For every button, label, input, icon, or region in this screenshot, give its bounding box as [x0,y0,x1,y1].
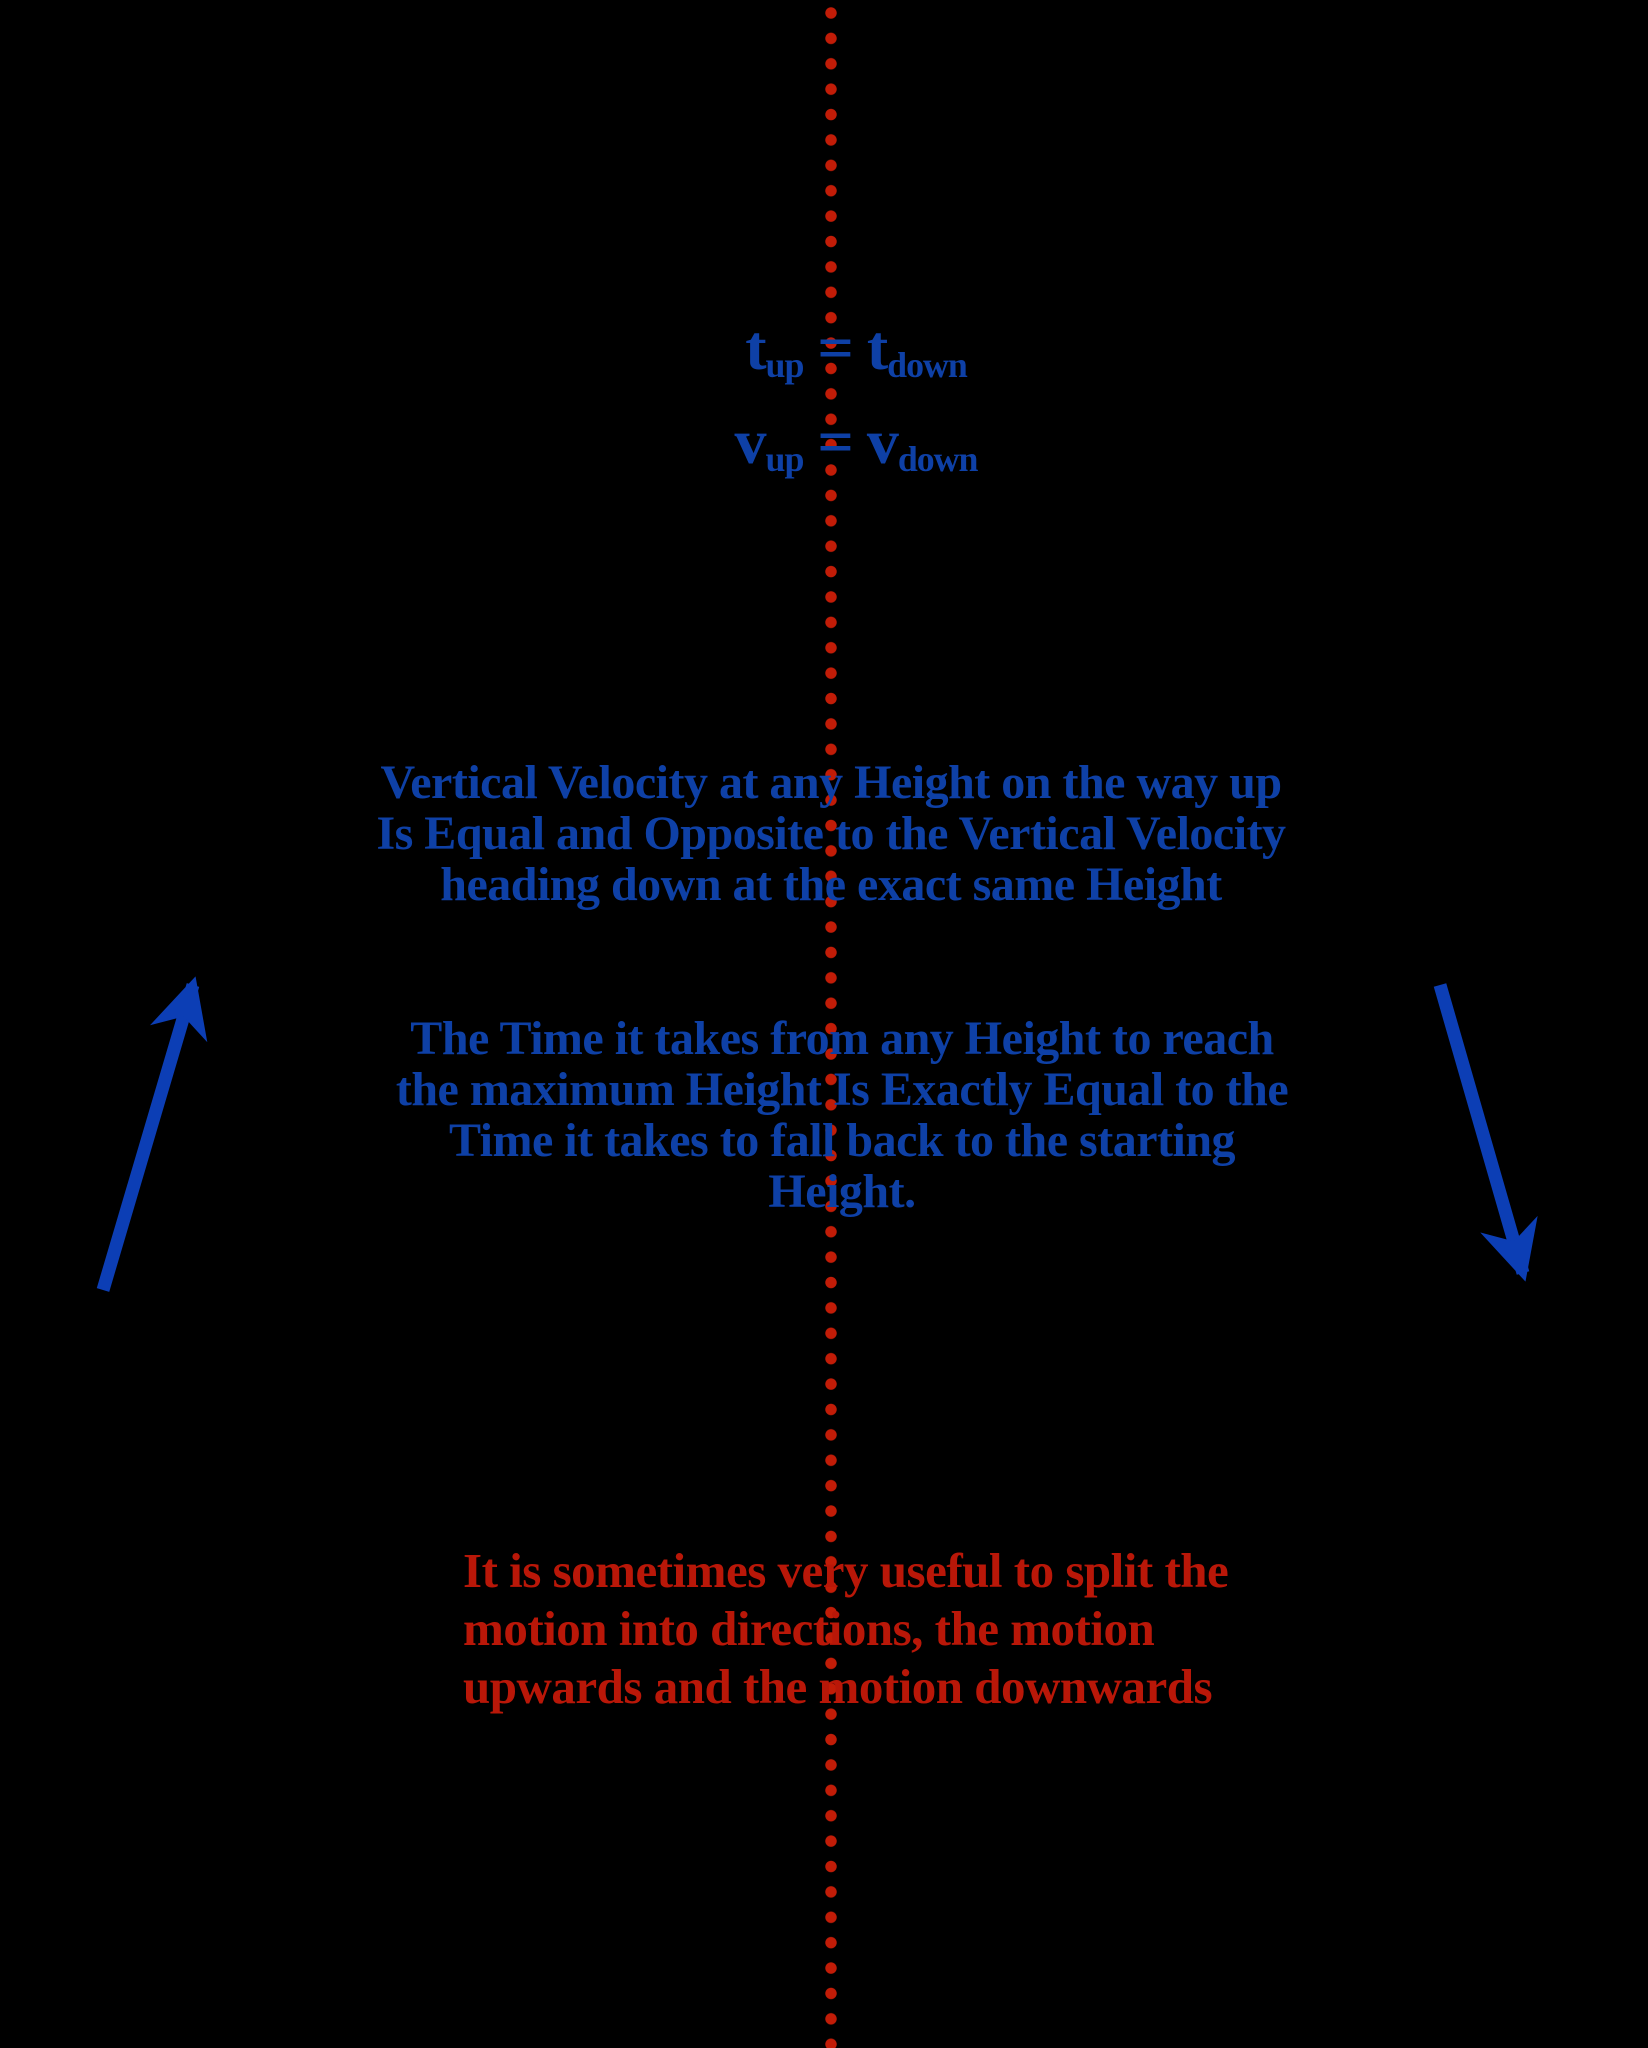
equation-lhs-subscript: up [765,438,805,479]
equation-velocity-up-equals-velocity-down: vup=vdown [735,410,979,477]
equals-sign: = [817,312,853,383]
note-line: upwards and the motion downwards [463,1659,1213,1714]
equation-time-up-equals-time-down: tup=tdown [745,316,968,383]
equation-rhs: t [866,312,888,383]
note-line: motion into directions, the motion [463,1601,1155,1656]
equation-rhs-subscript: down [887,344,968,385]
equation-rhs: v [866,406,899,477]
note-time-symmetry: The Time it takes from any Height to rea… [395,1012,1289,1218]
note-line: Vertical Velocity at any Height on the w… [380,756,1282,809]
upward-motion-arrow-icon [96,976,208,1292]
note-line: heading down at the exact same Height [440,858,1222,911]
note-line: The Time it takes from any Height to rea… [410,1012,1274,1065]
note-line: the maximum Height Is Exactly Equal to t… [395,1063,1289,1116]
equals-sign: = [817,406,853,477]
downward-motion-arrow-icon [1433,983,1538,1282]
note-line: Height. [768,1165,916,1218]
note-velocity-symmetry: Vertical Velocity at any Height on the w… [376,756,1286,911]
note-line: Is Equal and Opposite to the Vertical Ve… [376,807,1286,860]
note-split-motion: It is sometimes very useful to split the… [463,1542,1229,1716]
note-line: It is sometimes very useful to split the [463,1543,1229,1598]
equation-lhs: t [745,312,766,383]
vertical-dotted-divider [825,0,837,2048]
equation-lhs: v [734,406,767,477]
note-line: Time it takes to fall back to the starti… [448,1114,1236,1167]
equation-lhs-subscript: up [765,344,805,385]
equation-rhs-subscript: down [897,438,979,479]
